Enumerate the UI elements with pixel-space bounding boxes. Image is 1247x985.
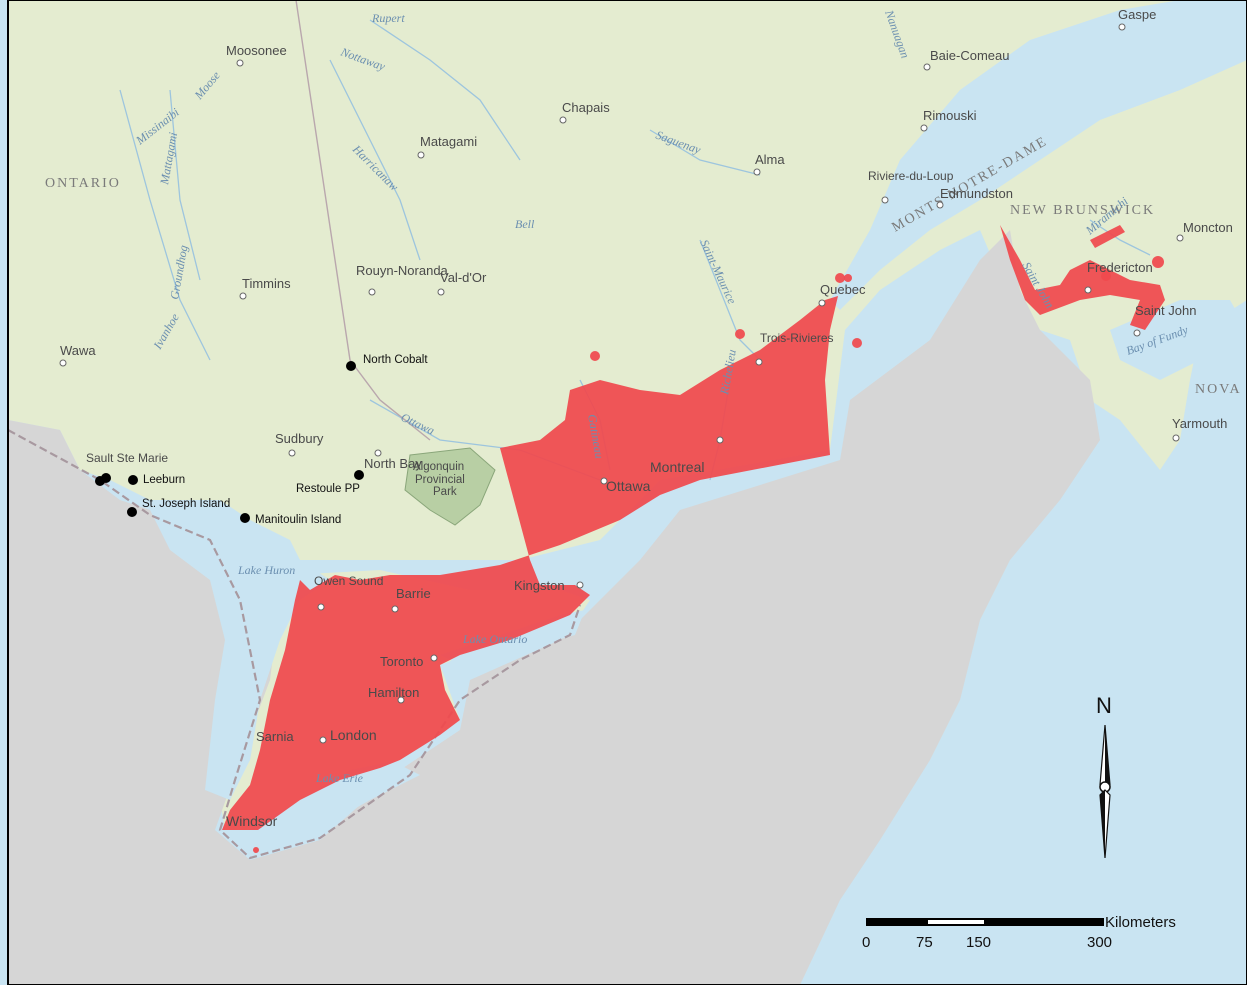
region-nova-scotia: NOVA SCOTI xyxy=(1195,382,1247,397)
city-riviere-du-loup: Riviere-du-Loup xyxy=(868,169,954,183)
lake-huron xyxy=(150,510,330,800)
city-alma: Alma xyxy=(755,152,785,167)
city-ottawa: Ottawa xyxy=(606,478,651,494)
city-yarmouth: Yarmouth xyxy=(1172,416,1227,431)
scale-tick-150: 150 xyxy=(966,934,991,951)
water-lake-erie: Lake Erie xyxy=(315,771,364,785)
city-timmins: Timmins xyxy=(242,276,291,291)
scale-tick-0: 0 xyxy=(862,934,870,951)
park-label-1: Algonquin xyxy=(413,461,464,473)
species-range xyxy=(222,225,1165,853)
scale-tick-300: 300 xyxy=(1087,934,1112,951)
city-baie-comeau: Baie-Comeau xyxy=(930,48,1010,63)
water-rupert: Rupert xyxy=(371,11,405,25)
province-boundary xyxy=(295,0,431,441)
site-manitoulin-island: Manitoulin Island xyxy=(255,514,341,526)
city-rimouski: Rimouski xyxy=(923,108,977,123)
park-label-2: Provincial xyxy=(415,474,465,486)
international-boundary xyxy=(7,429,582,860)
north-label: N xyxy=(1096,693,1112,718)
site-leeburn: Leeburn xyxy=(143,474,185,486)
city-moosonee: Moosonee xyxy=(226,43,287,58)
park-label-3: Park xyxy=(433,486,457,498)
scale-tick-75: 75 xyxy=(916,934,933,951)
city-wawa: Wawa xyxy=(60,343,96,358)
city-quebec: Quebec xyxy=(820,282,866,297)
city-london: London xyxy=(330,727,377,743)
city-trois-rivieres: Trois-Rivieres xyxy=(760,331,834,345)
city-owen-sound: Owen Sound xyxy=(314,574,383,588)
city-rouyn-noranda: Rouyn-Noranda xyxy=(356,263,449,278)
city-windsor: Windsor xyxy=(226,813,278,829)
region-ontario: ONTARIO xyxy=(45,176,121,191)
site-st-joseph-island: St. Joseph Island xyxy=(142,498,230,510)
city-north-bay: North Bay xyxy=(364,456,422,471)
site-north-cobalt: North Cobalt xyxy=(363,354,428,366)
city-edmundston: Edmundston xyxy=(940,186,1013,201)
scale-unit: Kilometers xyxy=(1105,914,1176,931)
water-lake-ontario: Lake Ontario xyxy=(462,632,527,646)
site-restoule-pp: Restoule PP xyxy=(296,483,360,495)
city-toronto: Toronto xyxy=(380,654,423,669)
city-sudbury: Sudbury xyxy=(275,431,324,446)
city-chapais: Chapais xyxy=(562,100,610,115)
map-frame xyxy=(7,0,1247,985)
city-hamilton: Hamilton xyxy=(368,685,419,700)
region-new-brunswick: NEW BRUNSWICK xyxy=(1010,203,1155,218)
north-arrow: N xyxy=(1096,693,1112,859)
city-sault-ste-marie: Sault Ste Marie xyxy=(86,451,168,465)
city-montreal: Montreal xyxy=(650,459,704,475)
city-fredericton: Fredericton xyxy=(1087,260,1153,275)
city-barrie: Barrie xyxy=(396,586,431,601)
scale-bar: Kilometers 0 75 150 300 xyxy=(862,914,1176,951)
lake-erie xyxy=(230,765,420,860)
algonquin-park xyxy=(404,447,496,526)
city-val-dor: Val-d'Or xyxy=(440,270,487,285)
city-matagami: Matagami xyxy=(420,134,477,149)
city-saint-john: Saint John xyxy=(1135,303,1196,318)
city-kingston: Kingston xyxy=(514,578,565,593)
water-bell: Bell xyxy=(515,217,535,231)
us-land xyxy=(8,230,1100,985)
water-lake-huron: Lake Huron xyxy=(237,563,295,577)
city-moncton: Moncton xyxy=(1183,220,1233,235)
site-markers xyxy=(95,361,364,523)
city-markers xyxy=(59,23,1184,744)
st-lawrence xyxy=(830,0,1247,310)
city-sarnia: Sarnia xyxy=(256,729,294,744)
city-gaspe: Gaspe xyxy=(1118,7,1156,22)
